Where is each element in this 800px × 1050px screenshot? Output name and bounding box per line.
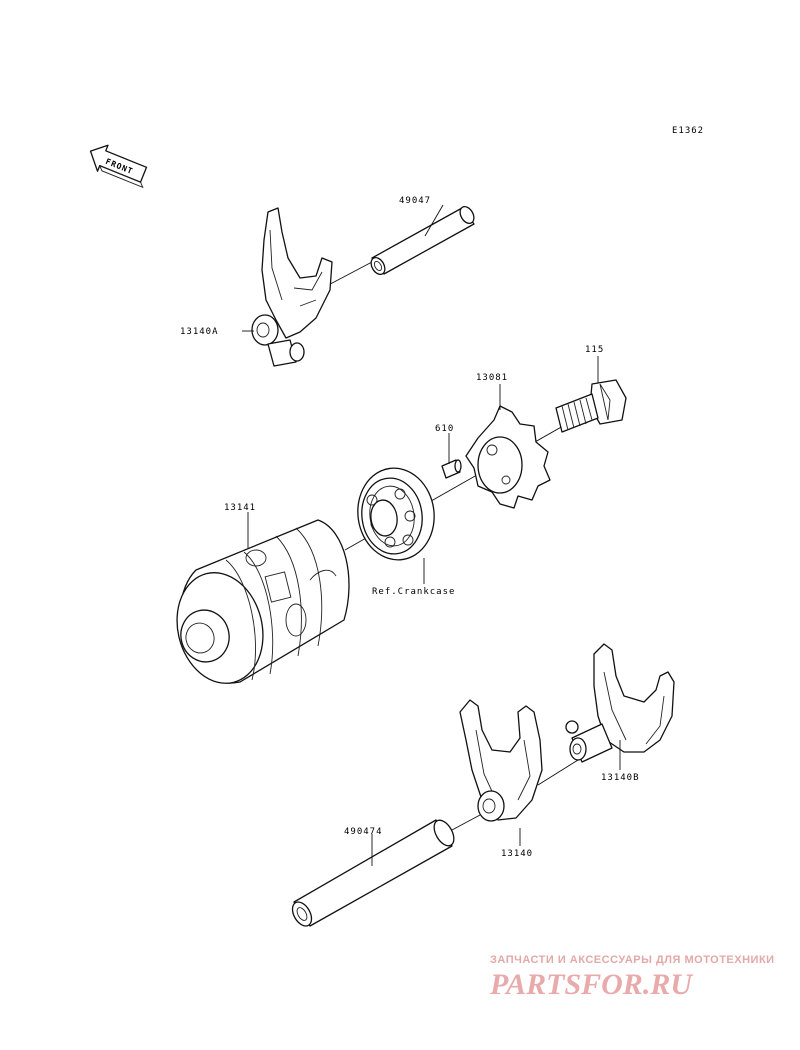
diagram-code: E1362 [672,126,704,136]
watermark-brand: PARTSFOR.RU [489,968,693,1001]
front-arrow-icon: FRONT [89,144,148,189]
bearing [357,467,435,561]
label-13140a: 13140A [180,327,219,337]
shift-fork-13140 [459,699,543,822]
label-490474: 490474 [344,827,383,837]
label-49047: 49047 [399,196,431,206]
label-13141: 13141 [224,503,256,513]
label-610: 610 [435,424,454,434]
bolt-115 [555,379,627,433]
drum-cam-13081 [465,405,551,509]
label-115: 115 [585,345,604,355]
label-13081: 13081 [476,373,508,383]
leader-lines [242,204,621,866]
dowel-pin-610 [441,459,462,479]
shift-fork-13140b [565,643,675,763]
label-13140: 13140 [501,849,533,859]
shift-drum-13141 [176,519,350,684]
label-ref-crankcase: Ref.Crankcase [372,587,455,597]
label-13140b: 13140B [601,773,640,783]
shift-rod-490474 [291,759,579,927]
shift-fork-13140a [251,207,333,367]
shift-rod-49047 [299,205,475,301]
watermark-subtitle: ЗАПЧАСТИ И АКСЕССУАРЫ ДЛЯ МОТОТЕХНИКИ [490,954,775,966]
